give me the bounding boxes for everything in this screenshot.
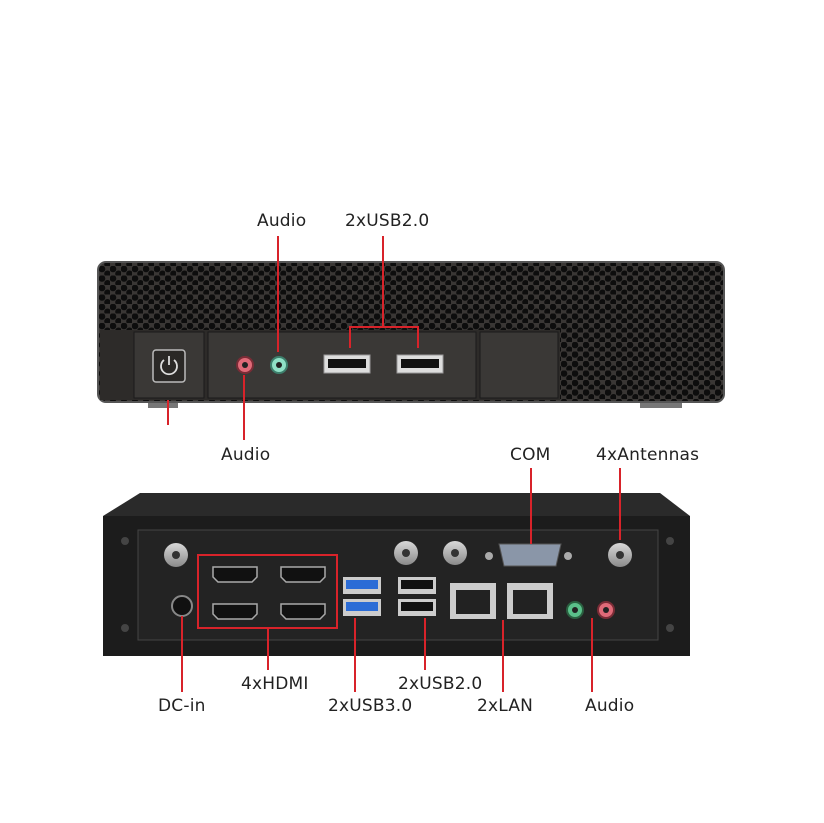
dc-in-jack-icon[interactable] — [171, 595, 193, 617]
usb3-port-icon[interactable] — [343, 577, 381, 616]
callout-lines — [167, 236, 621, 692]
label-hdmi: 4xHDMI — [241, 674, 309, 694]
power-button-icon[interactable] — [152, 349, 186, 383]
label-usb3: 2xUSB3.0 — [328, 696, 413, 716]
label-front-audio-bottom: Audio — [221, 445, 271, 465]
label-com: COM — [510, 445, 551, 465]
com-port-icon[interactable] — [485, 543, 572, 567]
label-antennas: 4xAntennas — [596, 445, 700, 465]
label-front-audio-top: Audio — [257, 211, 307, 231]
hdmi-port-icon[interactable] — [212, 566, 326, 620]
usb-port-icon[interactable] — [323, 354, 444, 374]
label-rear-audio: Audio — [585, 696, 635, 716]
label-rear-usb2: 2xUSB2.0 — [398, 674, 483, 694]
front-device — [97, 261, 725, 408]
label-dc-in: DC-in — [158, 696, 206, 716]
label-front-usb: 2xUSB2.0 — [345, 211, 430, 231]
lan-port-icon[interactable] — [450, 583, 553, 619]
label-lan: 2xLAN — [477, 696, 534, 716]
usb2-port-icon[interactable] — [398, 577, 436, 616]
rear-device — [103, 493, 690, 656]
